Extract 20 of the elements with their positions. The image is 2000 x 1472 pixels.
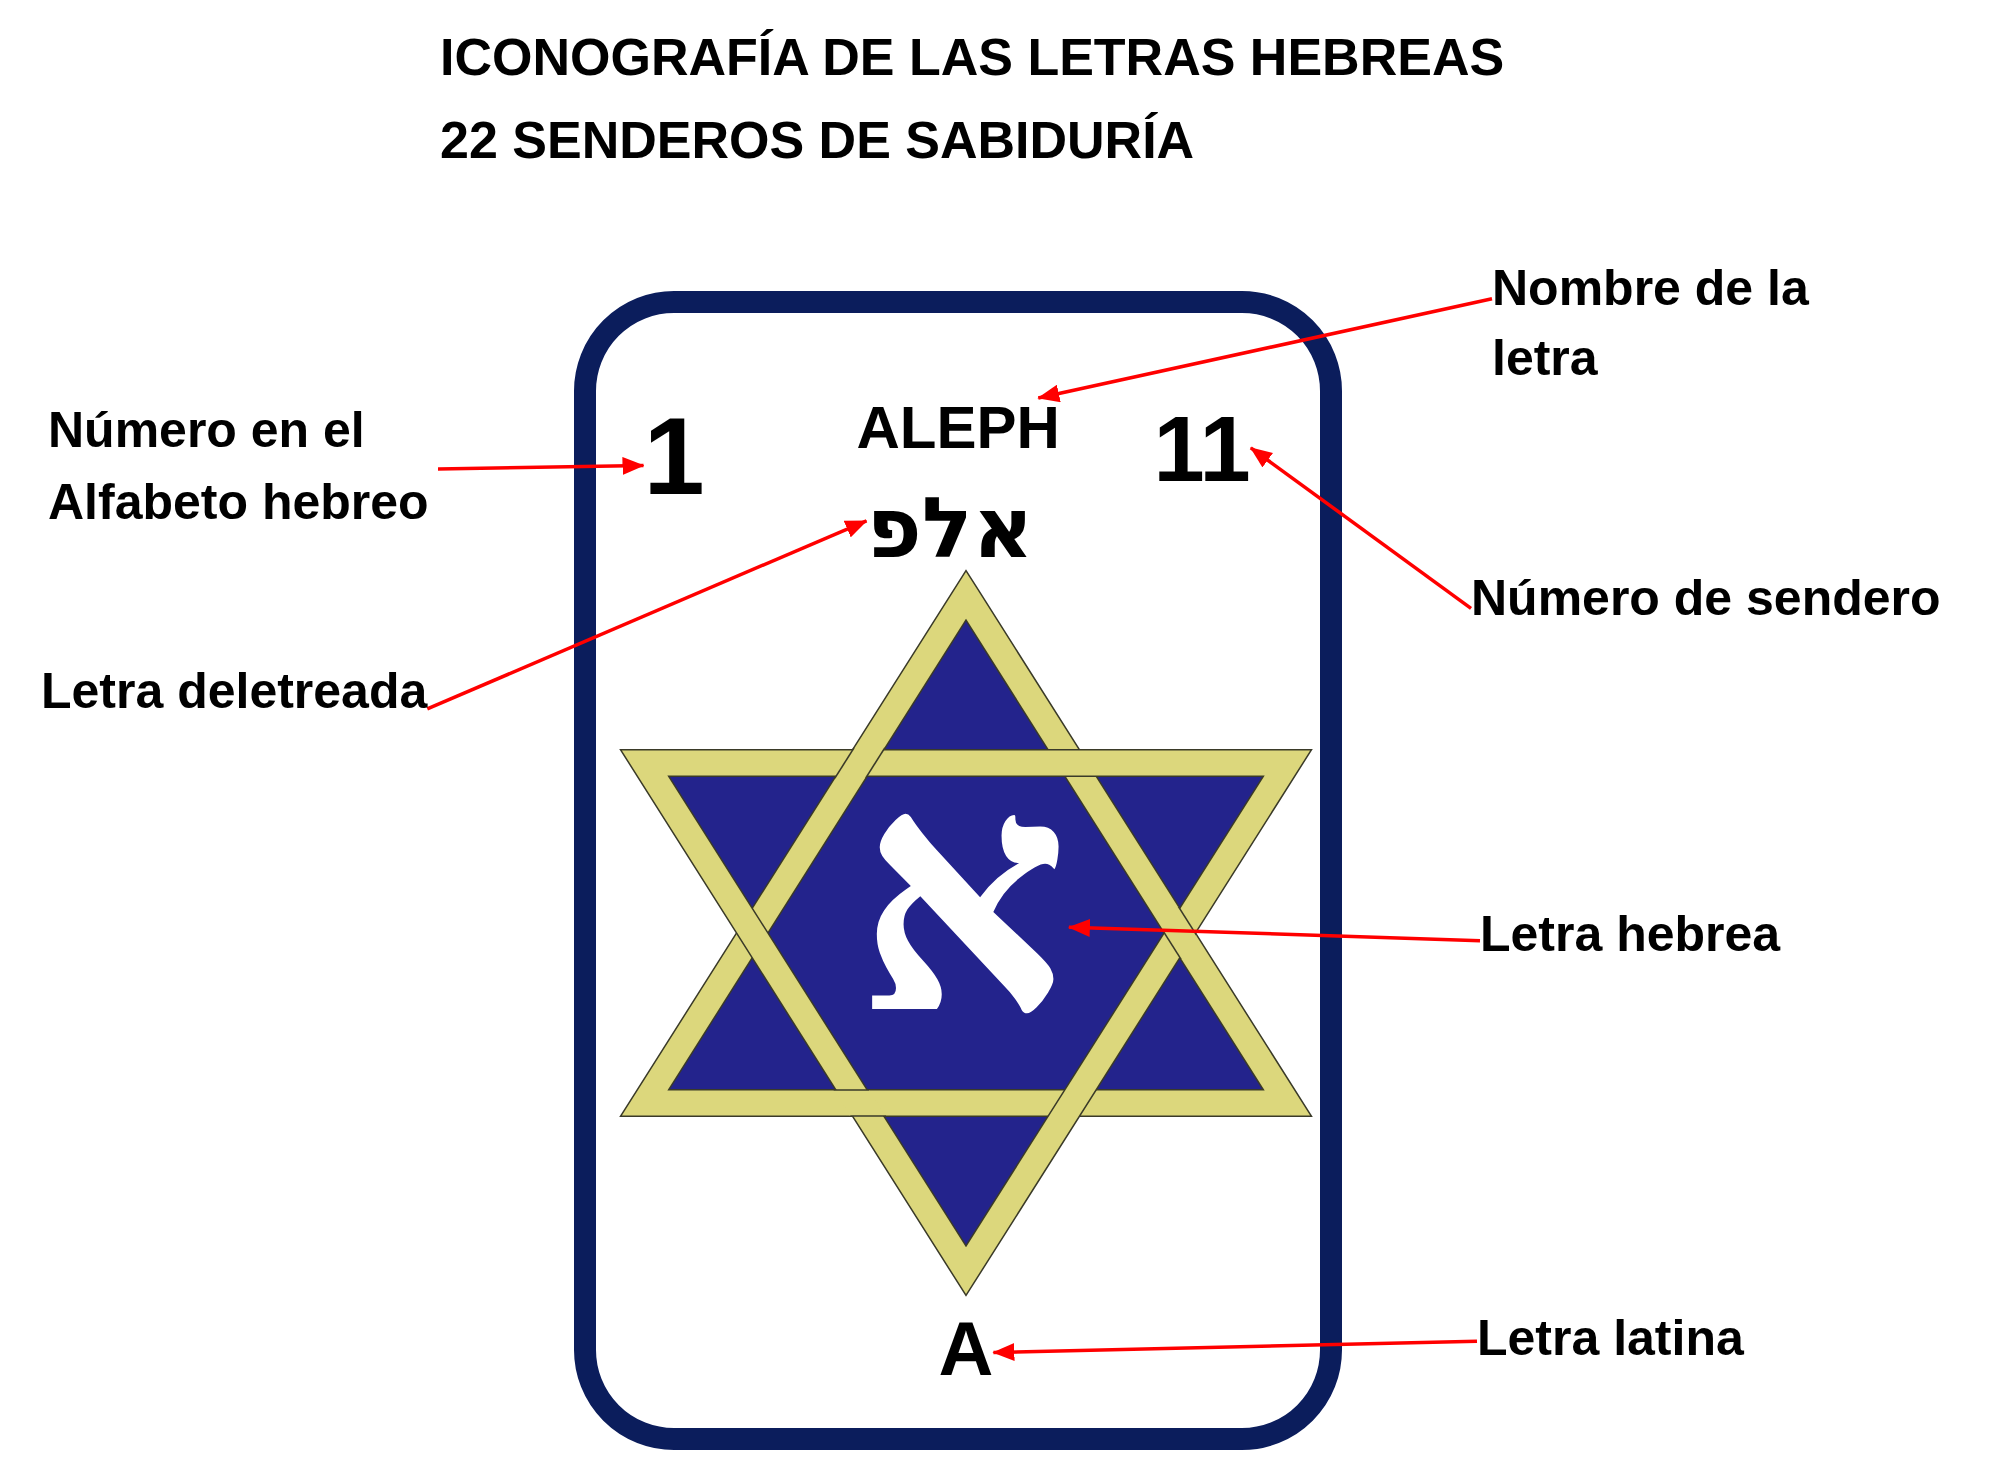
callout-label: Nombre de la letra (1492, 253, 1832, 393)
callout-label: Número de sendero (1471, 568, 1941, 628)
callout-label: Letra deletreada (41, 661, 428, 721)
arrow (437, 456, 645, 475)
arrow (1067, 918, 1481, 943)
number: 1 (643, 401, 705, 511)
arrow (992, 1339, 1478, 1361)
hebrew-word: אלפ (866, 486, 1034, 570)
hebrew-letter: א (857, 733, 1069, 1063)
callout-label: Letra hebrea (1480, 904, 1781, 964)
callout-label: Letra latina (1477, 1308, 1744, 1368)
letter-name: ALEPH (856, 398, 1060, 458)
arrow (1037, 297, 1493, 403)
title: ICONOGRAFÍA DE LAS LETRAS HEBREAS 22 SENDEROS DE SABIDURÍA (440, 27, 1506, 171)
latin-letter: A (938, 1311, 994, 1387)
path-number: 11 (1153, 403, 1251, 495)
arrow (426, 519, 868, 711)
callout-label: Número en el Alfabeto hebreo (48, 394, 438, 538)
card (574, 291, 1342, 1450)
arrow (1249, 446, 1473, 610)
